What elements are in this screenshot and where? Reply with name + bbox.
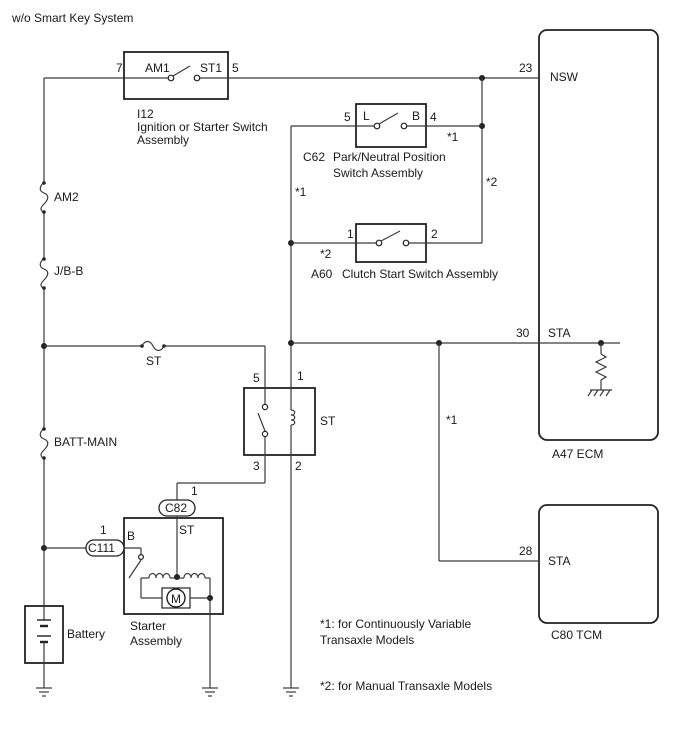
fuse-jbb-symbol bbox=[39, 257, 49, 290]
pnp-switch-blade bbox=[378, 112, 399, 125]
c82-label: C82 bbox=[165, 501, 187, 515]
tcm-sta-label: STA bbox=[548, 554, 570, 568]
relay-coil bbox=[290, 409, 296, 426]
relay-pin-2: 2 bbox=[295, 459, 302, 473]
fuse-am2-label: AM2 bbox=[54, 190, 79, 204]
c82-pin: 1 bbox=[191, 484, 198, 498]
clutch-switch-blade bbox=[380, 230, 401, 242]
starter-name-line2: Assembly bbox=[130, 634, 182, 648]
star1-label-pnp: *1 bbox=[447, 130, 459, 144]
st-relay-box bbox=[243, 387, 316, 456]
star2-label-right: *2 bbox=[486, 175, 498, 189]
tcm-box bbox=[538, 504, 659, 624]
star1-label-left: *1 bbox=[295, 185, 307, 199]
ecm-sta-label: STA bbox=[548, 326, 570, 340]
starter-motor-label: M bbox=[171, 592, 181, 606]
pnp-pin-right: 4 bbox=[430, 110, 437, 124]
clutch-pin-left: 1 bbox=[347, 227, 354, 241]
fuse-st-symbol bbox=[141, 340, 165, 352]
star1-label-tcm: *1 bbox=[446, 413, 458, 427]
ignition-switch-blade bbox=[172, 65, 191, 77]
pnp-name-line1: Park/Neutral Position bbox=[333, 150, 446, 164]
ignition-pin-right: 5 bbox=[232, 61, 239, 75]
ignition-switch-box bbox=[123, 51, 229, 100]
starter-coil-left bbox=[148, 572, 171, 579]
tcm-label: C80 TCM bbox=[551, 628, 602, 642]
pnp-l-label: L bbox=[363, 109, 370, 123]
relay-pin-3: 3 bbox=[253, 459, 260, 473]
battery-label: Battery bbox=[67, 627, 105, 641]
pnp-pin-left: 5 bbox=[344, 110, 351, 124]
ecm-pulldown-resistor bbox=[594, 353, 608, 381]
pnp-id: C62 bbox=[303, 150, 325, 164]
c111-label: C111 bbox=[88, 541, 115, 555]
relay-pin-5: 5 bbox=[253, 371, 260, 385]
starter-motor-symbol bbox=[166, 588, 186, 608]
ignition-am1-label: AM1 bbox=[145, 61, 170, 75]
ignition-name-line1: Ignition or Starter Switch bbox=[137, 120, 268, 134]
star2-label-left: *2 bbox=[320, 247, 332, 261]
relay-pin-1: 1 bbox=[297, 369, 304, 383]
pnp-name-line2: Switch Assembly bbox=[333, 166, 423, 180]
starter-st-label: ST bbox=[179, 523, 195, 537]
ignition-pin-left: 7 bbox=[116, 61, 123, 75]
ignition-name-line2: Assembly bbox=[137, 133, 189, 147]
starter-coil-right bbox=[183, 572, 206, 579]
clutch-pin-right: 2 bbox=[431, 227, 438, 241]
ignition-st1-label: ST1 bbox=[200, 61, 222, 75]
ecm-label: A47 ECM bbox=[552, 447, 603, 461]
fuse-am2-symbol bbox=[39, 181, 49, 214]
note-1-line2: Transaxle Models bbox=[320, 633, 414, 647]
tcm-sta-pin: 28 bbox=[519, 544, 533, 558]
clutch-id: A60 bbox=[311, 267, 333, 281]
starter-solenoid-contact bbox=[128, 559, 142, 579]
ecm-nsw-label: NSW bbox=[550, 70, 579, 84]
pnp-b-label: B bbox=[412, 109, 420, 123]
relay-contact-blade bbox=[257, 412, 266, 432]
starter-b-label: B bbox=[127, 529, 135, 543]
fuse-batt-main-symbol bbox=[39, 427, 49, 460]
c111-pin: 1 bbox=[100, 523, 107, 537]
clutch-name: Clutch Start Switch Assembly bbox=[342, 267, 498, 281]
relay-label: ST bbox=[320, 414, 336, 428]
ecm-sta-pin: 30 bbox=[516, 326, 530, 340]
ignition-id: I12 bbox=[137, 107, 154, 121]
fuse-jbb-label: J/B-B bbox=[54, 264, 83, 278]
note-2: *2: for Manual Transaxle Models bbox=[320, 679, 492, 693]
starter-name-line1: Starter bbox=[130, 619, 166, 633]
ecm-box bbox=[538, 29, 659, 441]
fuse-st-label: ST bbox=[146, 354, 162, 368]
fuse-batt-main-label: BATT-MAIN bbox=[54, 435, 117, 449]
diagram-title: w/o Smart Key System bbox=[11, 11, 133, 25]
note-1-line1: *1: for Continuously Variable bbox=[320, 617, 472, 631]
ecm-nsw-pin: 23 bbox=[519, 61, 533, 75]
